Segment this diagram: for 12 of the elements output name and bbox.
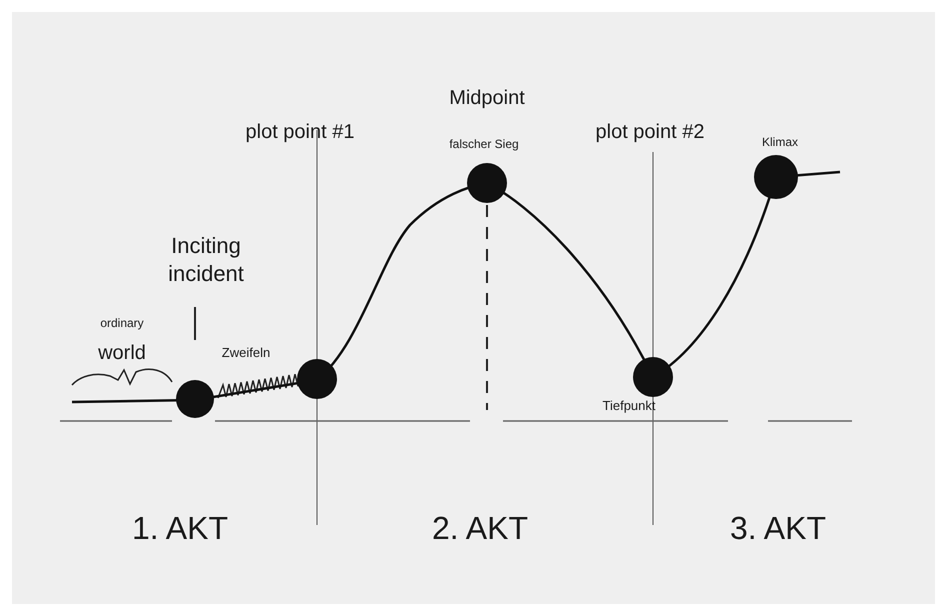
plot-label: world [98, 341, 146, 366]
plot-label: Midpoint [449, 86, 525, 111]
plot-label: plot point #1 [246, 120, 354, 145]
plot-label: Zweifeln [222, 345, 270, 362]
plot-label: plot point #2 [596, 120, 704, 145]
plot-label: 3. AKT [730, 509, 826, 548]
plot-label: falscher Sieg [449, 137, 519, 152]
plot-label: 1. AKT [132, 509, 228, 548]
plot-label: ordinary [100, 316, 144, 331]
plot-label: Inciting incident [167, 232, 245, 287]
plot-label: Klimax [762, 135, 798, 150]
plot-label: 2. AKT [432, 509, 528, 548]
